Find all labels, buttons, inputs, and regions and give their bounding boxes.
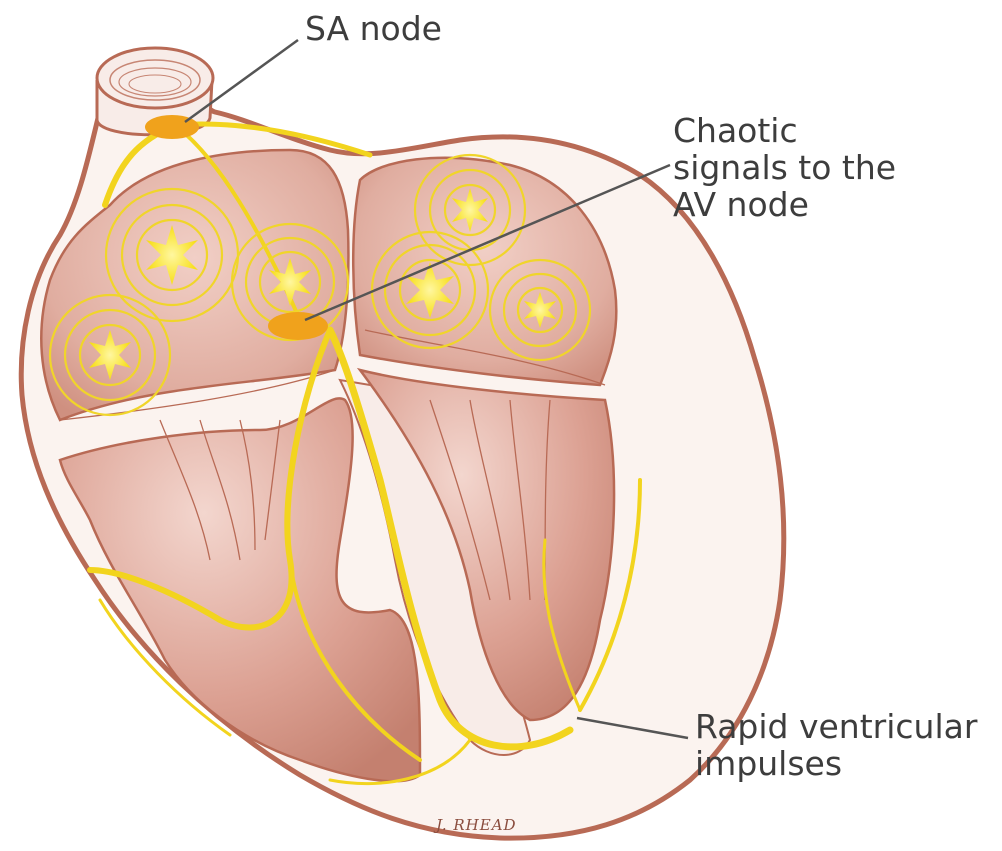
chaotic-signals-line-1: Chaotic	[673, 112, 896, 149]
rapid-impulses-label: Rapid ventricular impulses	[695, 708, 977, 782]
av-node	[268, 312, 328, 340]
chaotic-signals-line-3: AV node	[673, 186, 896, 223]
artist-signature: J. RHEAD	[436, 816, 517, 834]
chaotic-signals-line-2: signals to the	[673, 149, 896, 186]
chaotic-signals-label: Chaotic signals to the AV node	[673, 112, 896, 223]
rapid-impulses-line-1: Rapid ventricular	[695, 708, 977, 745]
sa-node-label: SA node	[305, 10, 442, 47]
sa-node-text: SA node	[305, 10, 442, 47]
rapid-impulses-line-2: impulses	[695, 745, 977, 782]
